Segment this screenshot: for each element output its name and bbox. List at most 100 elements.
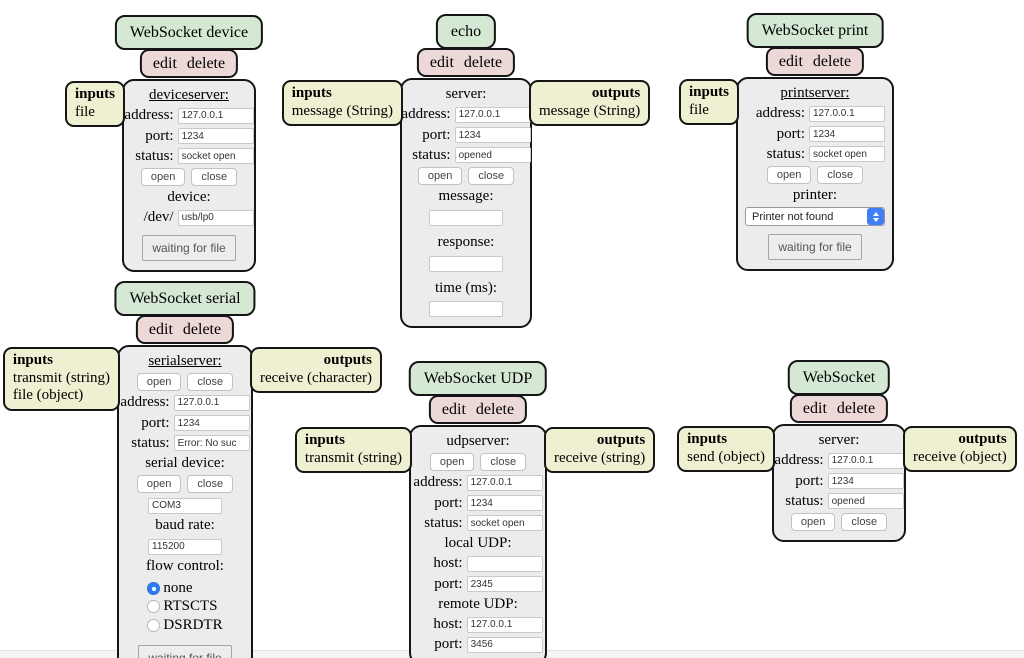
port-label: port: [434, 494, 463, 511]
node-title[interactable]: echo [435, 14, 497, 50]
port-input[interactable] [454, 127, 531, 144]
port-input[interactable] [466, 495, 543, 512]
port-input[interactable] [177, 128, 254, 145]
node-title[interactable]: WebSocket print [746, 13, 884, 49]
server-open-close-row: open close [120, 373, 249, 392]
message-input[interactable] [429, 209, 503, 226]
delete-button[interactable]: delete [475, 401, 515, 418]
outputs-port[interactable]: outputs receive (string) [544, 427, 656, 474]
address-input[interactable] [177, 107, 254, 124]
node-title[interactable]: WebSocket device [114, 15, 264, 51]
status-label: status: [424, 514, 463, 531]
open-button[interactable]: open [417, 167, 463, 185]
local-port-input[interactable] [466, 576, 543, 593]
waiting-for-file-button[interactable]: waiting for file [768, 234, 862, 261]
remote-port-input[interactable] [466, 636, 543, 653]
node-title[interactable]: WebSocket serial [114, 281, 256, 317]
remote-host-input[interactable] [466, 616, 543, 633]
radio-option-none[interactable]: none [147, 580, 222, 597]
edit-button[interactable]: edit [802, 400, 827, 417]
time-field [429, 301, 503, 318]
open-button[interactable]: open [766, 166, 812, 184]
input-item: file [74, 103, 95, 120]
address-input[interactable] [827, 452, 904, 469]
response-field [429, 255, 503, 272]
open-close-row: open close [124, 168, 253, 186]
port-input[interactable] [809, 126, 885, 143]
wait-row: waiting for file [120, 644, 249, 658]
address-input[interactable] [173, 394, 250, 411]
edit-button[interactable]: edit [429, 54, 454, 71]
delete-button[interactable]: delete [186, 55, 226, 72]
node-title[interactable]: WebSocket [787, 360, 891, 396]
close-button[interactable]: close [841, 513, 888, 531]
device-label: device: [167, 189, 211, 205]
address-label: address: [401, 106, 451, 123]
inputs-port[interactable]: inputs file [678, 79, 739, 126]
waiting-for-file-button[interactable]: waiting for file [138, 644, 232, 658]
edit-button[interactable]: edit [148, 321, 173, 338]
radio-label: DSRDTR [163, 616, 223, 633]
open-button[interactable]: open [140, 168, 186, 186]
section-title: printserver: [780, 85, 850, 101]
printer-select[interactable]: Printer not found [745, 207, 885, 227]
port-input[interactable] [827, 473, 904, 490]
close-button[interactable]: close [191, 168, 238, 186]
delete-button[interactable]: delete [812, 53, 852, 70]
delete-button[interactable]: delete [182, 321, 222, 338]
close-button[interactable]: close [480, 453, 527, 472]
address-label: address: [413, 474, 463, 491]
close-button[interactable]: close [817, 166, 864, 184]
address-input[interactable] [466, 474, 543, 491]
node-websocket: WebSocket edit delete inputs send (objec… [677, 360, 1017, 542]
output-item: message (String) [539, 102, 641, 119]
baud-rate-input[interactable] [148, 538, 222, 555]
node-title[interactable]: WebSocket UDP [408, 361, 548, 397]
com-port-input[interactable] [148, 497, 222, 514]
open-close-row: open close [401, 167, 530, 185]
open-button[interactable]: open [429, 453, 475, 472]
inputs-heading: inputs [304, 432, 345, 448]
inputs-port[interactable]: inputs send (object) [677, 426, 775, 473]
close-button[interactable]: close [187, 475, 234, 494]
close-button[interactable]: close [468, 167, 515, 185]
edit-button[interactable]: edit [152, 55, 177, 72]
outputs-port[interactable]: outputs message (String) [529, 80, 651, 127]
outputs-port[interactable]: outputs receive (character) [250, 347, 382, 394]
output-item: receive (character) [260, 369, 372, 386]
open-button[interactable]: open [790, 513, 836, 531]
inputs-port[interactable]: inputs message (String) [281, 80, 403, 127]
delete-button[interactable]: delete [463, 54, 503, 71]
address-input[interactable] [454, 106, 531, 123]
chevron-up-icon [872, 211, 879, 216]
edit-delete-bar: edit delete [416, 48, 516, 78]
local-host-input[interactable] [466, 555, 543, 572]
outputs-heading: outputs [596, 432, 646, 448]
wait-row: waiting for file [124, 234, 253, 261]
port-label: port: [434, 575, 463, 592]
input-item: file [688, 101, 709, 118]
open-button[interactable]: open [136, 373, 182, 392]
inputs-port[interactable]: inputs file [64, 81, 125, 128]
outputs-port[interactable]: outputs receive (object) [903, 426, 1017, 473]
radio-option-rtscts[interactable]: RTSCTS [147, 598, 222, 615]
node-echo: echo edit delete inputs message (String)… [281, 14, 651, 329]
section-title: serialserver: [148, 353, 222, 369]
address-input[interactable] [809, 105, 885, 122]
port-label: port: [434, 636, 463, 653]
edit-button[interactable]: edit [441, 401, 466, 418]
address-label: address: [774, 452, 824, 469]
host-label: host: [433, 616, 463, 632]
open-button[interactable]: open [136, 475, 182, 494]
radio-option-dsrdtr[interactable]: DSRDTR [147, 616, 223, 634]
node-body: udpserver: open close address: port: sta… [409, 425, 547, 658]
delete-button[interactable]: delete [836, 400, 876, 417]
inputs-port[interactable]: inputs transmit (string) [294, 427, 412, 474]
edit-button[interactable]: edit [778, 53, 803, 70]
port-input[interactable] [173, 415, 250, 432]
device-path-input[interactable] [177, 209, 254, 226]
close-button[interactable]: close [187, 373, 234, 392]
inputs-port[interactable]: inputs transmit (string) file (object) [2, 347, 120, 412]
waiting-for-file-button[interactable]: waiting for file [142, 234, 236, 261]
